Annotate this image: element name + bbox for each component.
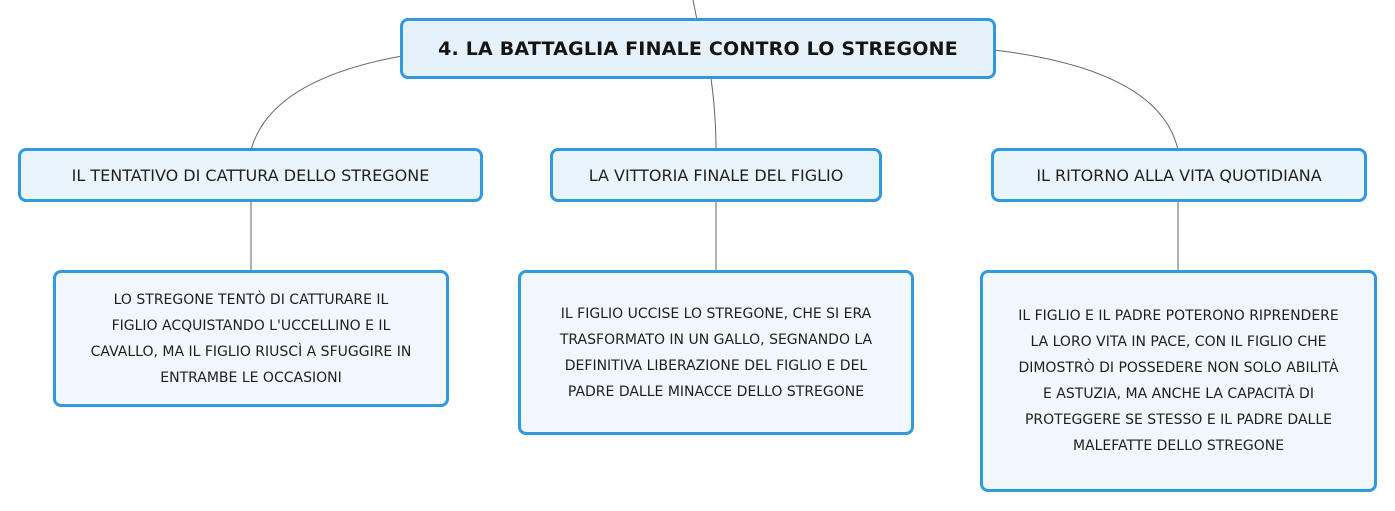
connector-root-to-topic-2	[710, 77, 717, 151]
detail-line: ENTRAMBE LE OCCASIONI	[160, 369, 342, 386]
detail-line: PROTEGGERE SE STESSO E IL PADRE DALLE	[1024, 412, 1332, 428]
detail-node-final-victory[interactable]: IL FIGLIO UCCISE LO STREGONE, CHE SI ERA…	[518, 270, 914, 435]
connector-parent-to-root	[692, 0, 698, 21]
detail-line: IL FIGLIO UCCISE LO STREGONE, CHE SI ERA	[560, 305, 872, 322]
detail-line: IL FIGLIO E IL PADRE POTERONO RIPRENDERE	[1018, 308, 1339, 324]
detail-line: MALEFATTE DELLO STREGONE	[1072, 438, 1285, 454]
detail-line: CAVALLO, MA IL FIGLIO RIUSCÌ A SFUGGIRE …	[90, 343, 412, 360]
topic-node-return-to-daily-life[interactable]: IL RITORNO ALLA VITA QUOTIDIANA	[991, 148, 1367, 202]
detail-line: DEFINITIVA LIBERAZIONE DEL FIGLIO E DEL	[564, 357, 868, 374]
topic-node-capture-attempt[interactable]: IL TENTATIVO DI CATTURA DELLO STREGONE	[18, 148, 483, 202]
topic-title: LA VITTORIA FINALE DEL FIGLIO	[588, 165, 844, 185]
detail-line: LA LORO VITA IN PACE, CON IL FIGLIO CHE	[1030, 334, 1327, 350]
detail-text: LO STREGONE TENTÒ DI CATTURARE IL FIGLIO…	[91, 287, 412, 391]
detail-line: PADRE DALLE MINACCE DELLO STREGONE	[567, 383, 865, 400]
detail-line: E ASTUZIA, MA ANCHE LA CAPACITÀ DI	[1043, 386, 1314, 402]
root-title: 4. LA BATTAGLIA FINALE CONTRO LO STREGON…	[438, 37, 958, 60]
topic-node-final-victory[interactable]: LA VITTORIA FINALE DEL FIGLIO	[550, 148, 882, 202]
topic-title: IL TENTATIVO DI CATTURA DELLO STREGONE	[71, 165, 430, 185]
detail-node-capture-attempt[interactable]: LO STREGONE TENTÒ DI CATTURARE IL FIGLIO…	[53, 270, 449, 407]
topic-title: IL RITORNO ALLA VITA QUOTIDIANA	[1036, 165, 1322, 185]
detail-line: TRASFORMATO IN UN GALLO, SEGNANDO LA	[559, 331, 873, 348]
detail-line: DIMOSTRÒ DI POSSEDERE NON SOLO ABILITÀ	[1018, 360, 1339, 376]
connector-root-to-topic-1	[250, 55, 403, 151]
detail-line: LO STREGONE TENTÒ DI CATTURARE IL	[113, 291, 389, 308]
detail-line: FIGLIO ACQUISTANDO L'UCCELLINO E IL	[111, 317, 391, 334]
detail-node-return-to-daily-life[interactable]: IL FIGLIO E IL PADRE POTERONO RIPRENDERE…	[980, 270, 1377, 492]
root-node[interactable]: 4. LA BATTAGLIA FINALE CONTRO LO STREGON…	[400, 18, 996, 79]
detail-text: IL FIGLIO E IL PADRE POTERONO RIPRENDERE…	[1018, 303, 1339, 459]
detail-text: IL FIGLIO UCCISE LO STREGONE, CHE SI ERA…	[560, 301, 872, 405]
connector-root-to-topic-3	[993, 49, 1179, 151]
